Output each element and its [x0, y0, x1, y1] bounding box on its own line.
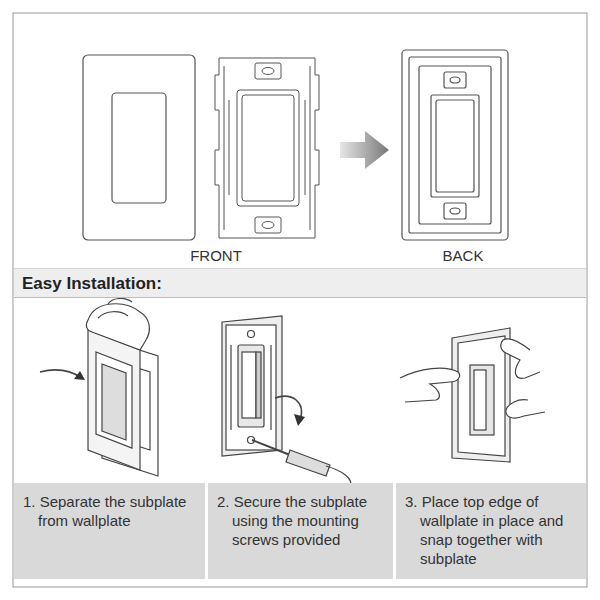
- subplate-part: [215, 58, 319, 238]
- subplate-part: [224, 66, 225, 230]
- step-box: 3. Place top edge of wallplate in place …: [396, 483, 586, 579]
- outer-frame: [13, 13, 587, 587]
- step1-illustration-part: [98, 312, 128, 318]
- wallplate-back-part: [450, 208, 460, 214]
- subplate: [215, 58, 319, 238]
- step2-illustration: [222, 316, 351, 488]
- step3-illustration: [400, 328, 545, 462]
- subplate-part: [262, 68, 274, 75]
- subplate-part: [255, 217, 281, 233]
- wallplate-back-part: [402, 50, 508, 240]
- wallplate-back-part: [431, 95, 479, 197]
- step2-illustration-part: [248, 331, 255, 338]
- wallplate-front: [83, 55, 195, 240]
- step3-illustration-part: [400, 368, 460, 402]
- step2-illustration-part: [256, 352, 261, 418]
- step1-illustration: [40, 298, 158, 476]
- step2-illustration-part: [242, 352, 256, 418]
- wallplate-back-part: [419, 66, 491, 224]
- step2-illustration-part: [238, 345, 264, 427]
- step-text: 2. Secure the subplate using the mountin…: [208, 483, 393, 549]
- step1-illustration-part: [86, 304, 149, 350]
- subplate-part: [242, 95, 294, 201]
- step2-illustration-part: [230, 345, 231, 430]
- section-heading: Easy Installation:: [14, 269, 586, 294]
- direction-arrow: [340, 131, 389, 169]
- subplate-part: [262, 222, 274, 229]
- step-box: 1. Separate the subplate from wallplate: [14, 483, 205, 579]
- step2-illustration-part: [226, 325, 276, 450]
- wallplate-back-part: [436, 100, 474, 192]
- step2-illustration-part: [252, 440, 290, 455]
- step-text: 3. Place top edge of wallplate in place …: [396, 483, 586, 568]
- subplate-part: [305, 100, 306, 195]
- step2-illustration-part: [294, 414, 305, 426]
- wallplate-front-part: [83, 55, 195, 240]
- step3-illustration-part: [470, 365, 494, 435]
- step1-illustration-part: [88, 330, 140, 470]
- view-label: BACK: [443, 247, 484, 264]
- subplate-part: [310, 66, 311, 230]
- subplate-part: [237, 90, 299, 206]
- wallplate-back-part: [450, 77, 460, 83]
- step1-illustration-part: [108, 298, 132, 304]
- wallplate-front-part: [112, 93, 166, 203]
- step1-illustration-part: [96, 352, 132, 448]
- step3-illustration-part: [501, 339, 540, 379]
- wallplate-back-part: [409, 57, 501, 233]
- step-text: 1. Separate the subplate from wallplate: [14, 483, 205, 530]
- wallplate-back-part: [444, 203, 466, 219]
- subplate-part: [229, 100, 230, 195]
- section-band: Easy Installation:: [14, 268, 586, 298]
- wallplate-back-part: [444, 72, 466, 88]
- step2-illustration-part: [286, 450, 330, 476]
- wallplate-back: [402, 50, 508, 240]
- step-box: 2. Secure the subplate using the mountin…: [208, 483, 393, 579]
- view-label: FRONT: [190, 247, 242, 264]
- step3-illustration-part: [474, 370, 486, 430]
- step3-illustration-part: [506, 400, 545, 418]
- step3-illustration-part: [458, 336, 505, 456]
- subplate-part: [255, 63, 281, 79]
- step2-illustration-part: [270, 345, 271, 430]
- step2-illustration-part: [222, 316, 282, 456]
- step1-illustration-part: [74, 371, 85, 380]
- step1-illustration-part: [102, 364, 126, 440]
